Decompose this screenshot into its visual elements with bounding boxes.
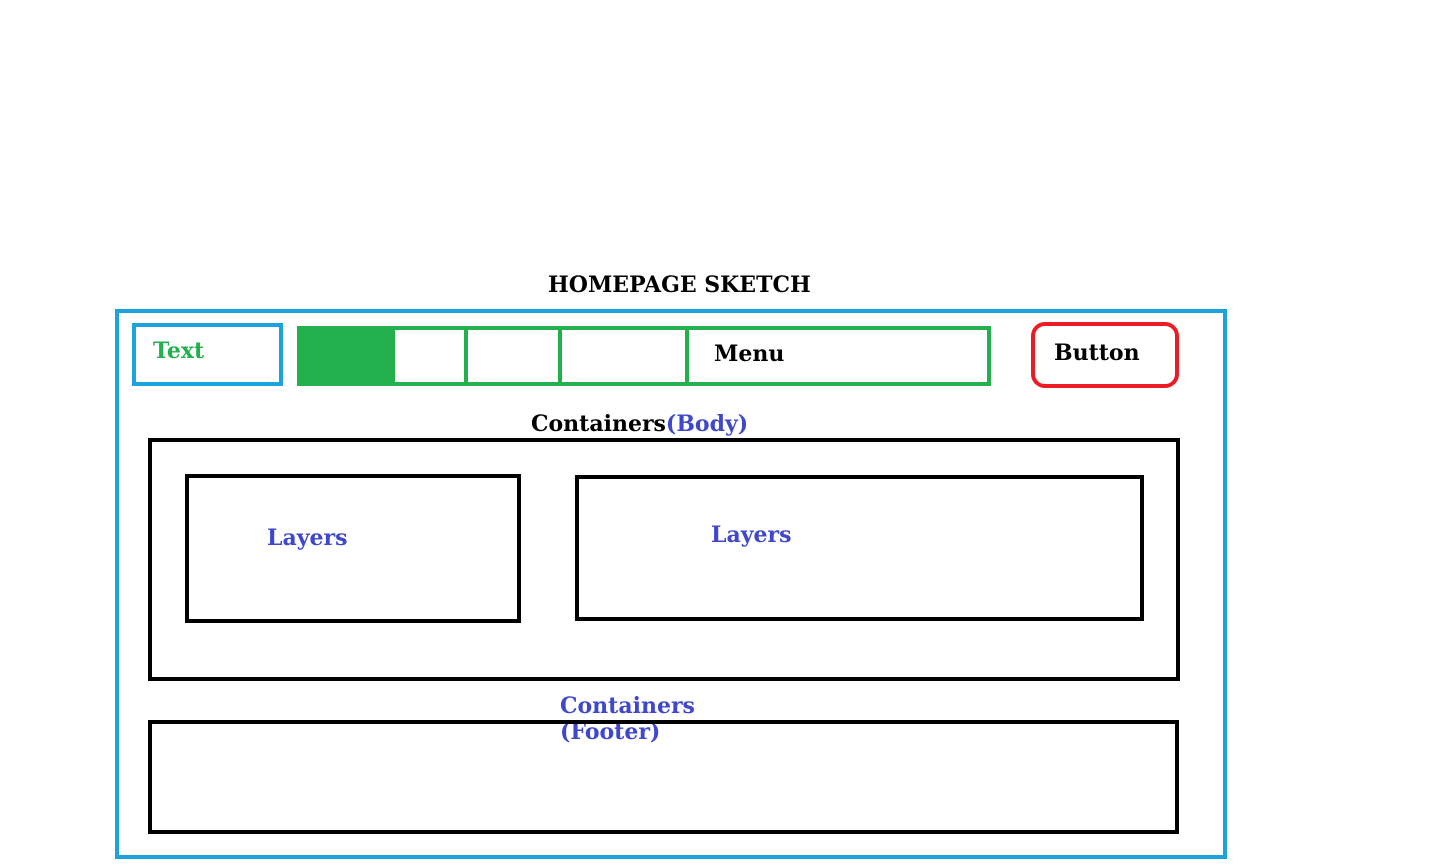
header-button-box [1031, 322, 1179, 388]
menu-label: Menu [714, 341, 785, 367]
layer-label-2: Layers [711, 522, 792, 548]
layer-box-2 [575, 475, 1144, 621]
header-button-label: Button [1054, 340, 1140, 366]
body-container [148, 438, 1180, 681]
homepage-frame [115, 309, 1227, 859]
menu-divider [685, 326, 689, 386]
body-label-note: (Body) [665, 411, 749, 437]
page-title: HOMEPAGE SKETCH [548, 272, 811, 298]
body-label-main: Containers [531, 411, 666, 437]
header-text-label: Text [153, 338, 205, 364]
menu-divider [558, 326, 562, 386]
body-container-label: Containers(Body) [531, 411, 748, 437]
layer-box-1 [185, 474, 521, 623]
footer-container [148, 720, 1179, 834]
menu-item-active [297, 326, 395, 386]
menu-divider [464, 326, 468, 386]
footer-label-line1: Containers [560, 693, 695, 719]
layer-label-1: Layers [267, 525, 348, 551]
menu-bar [297, 326, 991, 386]
header-text-box [132, 323, 283, 386]
